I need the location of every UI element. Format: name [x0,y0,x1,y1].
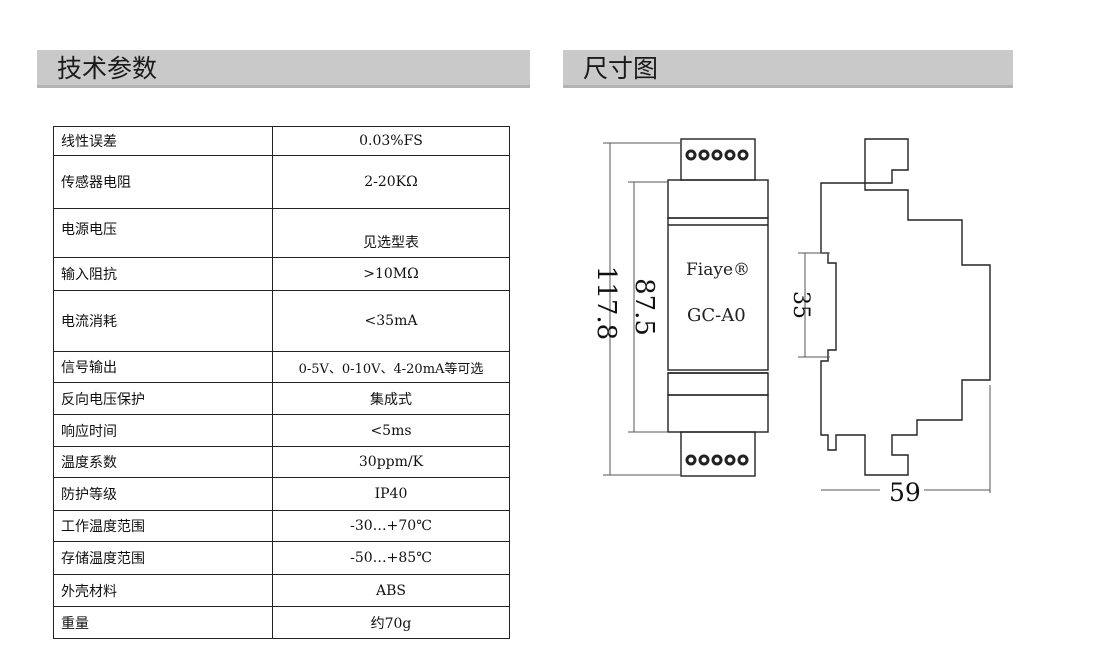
spec-value: 2-20KΩ [272,155,510,209]
dimension-drawing: Fiaye® GC-A0 117.8 87.5 35 59 [591,138,991,505]
spec-label: 存储温度范围 [53,541,273,575]
total-height-dimension: 117.8 [591,266,621,340]
spec-label: 外壳材料 [53,574,273,607]
spec-value: 0-5V、0-10V、4-20mA等可选 [272,351,510,383]
table-row: 响应时间 <5ms [53,414,510,447]
bottom-terminal-block [680,431,756,477]
side-view-outline [820,138,991,476]
section-title-specs: 技术参数 [57,54,158,83]
front-lower-band [667,372,769,396]
spec-label: 响应时间 [53,414,273,447]
spec-value: IP40 [272,477,510,511]
spec-table: 线性误差 0.03%FS 传感器电阻 2-20KΩ 电源电压 见选型表 输入阻抗… [53,126,510,639]
table-row: 外壳材料 ABS [53,574,510,607]
spec-label: 传感器电阻 [53,155,273,209]
spec-value: 0.03%FS [272,126,510,156]
front-view [667,138,769,477]
table-row: 反向电压保护 集成式 [53,382,510,415]
spec-label: 电源电压 [53,208,273,258]
spec-label: 输入阻抗 [53,257,273,291]
front-top-section [667,179,769,219]
spec-label: 温度系数 [53,446,273,478]
table-row: 防护等级 IP40 [53,477,510,511]
rail-width-dimension: 35 [788,291,813,319]
table-row: 电流消耗 <35mA [53,290,510,352]
spec-value: -50…+85℃ [272,541,510,575]
spec-label: 反向电压保护 [53,382,273,415]
spec-value: -30…+70℃ [272,510,510,542]
brand-label: Fiaye® [686,260,750,280]
body-height-dimension: 87.5 [629,278,659,336]
spec-label: 重量 [53,606,273,639]
depth-dimension: 59 [889,478,921,505]
section-title-dimensions: 尺寸图 [583,54,659,83]
spec-value: 集成式 [272,382,510,415]
spec-label: 防护等级 [53,477,273,511]
table-row: 工作温度范围 -30…+70℃ [53,510,510,542]
table-row: 温度系数 30ppm/K [53,446,510,478]
model-label: GC-A0 [687,305,746,326]
spec-value: 见选型表 [272,208,510,258]
section-header-specs: 技术参数 [37,50,530,88]
spec-value: <35mA [272,290,510,352]
table-row: 信号输出 0-5V、0-10V、4-20mA等可选 [53,351,510,383]
spec-value: ABS [272,574,510,607]
table-row: 输入阻抗 >10MΩ [53,257,510,291]
table-row: 传感器电阻 2-20KΩ [53,155,510,209]
spec-value: 约70g [272,606,510,639]
table-row: 线性误差 0.03%FS [53,126,510,156]
table-row: 电源电压 见选型表 [53,208,510,258]
spec-value: 30ppm/K [272,446,510,478]
front-bottom-section [667,394,769,433]
top-terminal-screws [685,149,749,161]
spec-label: 电流消耗 [53,290,273,352]
table-row: 重量 约70g [53,606,510,639]
spec-value: <5ms [272,414,510,447]
table-row: 存储温度范围 -50…+85℃ [53,541,510,575]
bottom-terminal-screws [685,454,749,466]
section-header-dimensions: 尺寸图 [563,50,1013,88]
spec-label: 线性误差 [53,126,273,156]
spec-label: 信号输出 [53,351,273,383]
spec-label: 工作温度范围 [53,510,273,542]
spec-value: >10MΩ [272,257,510,291]
dimension-lines [603,142,991,493]
front-main-body [667,217,769,371]
